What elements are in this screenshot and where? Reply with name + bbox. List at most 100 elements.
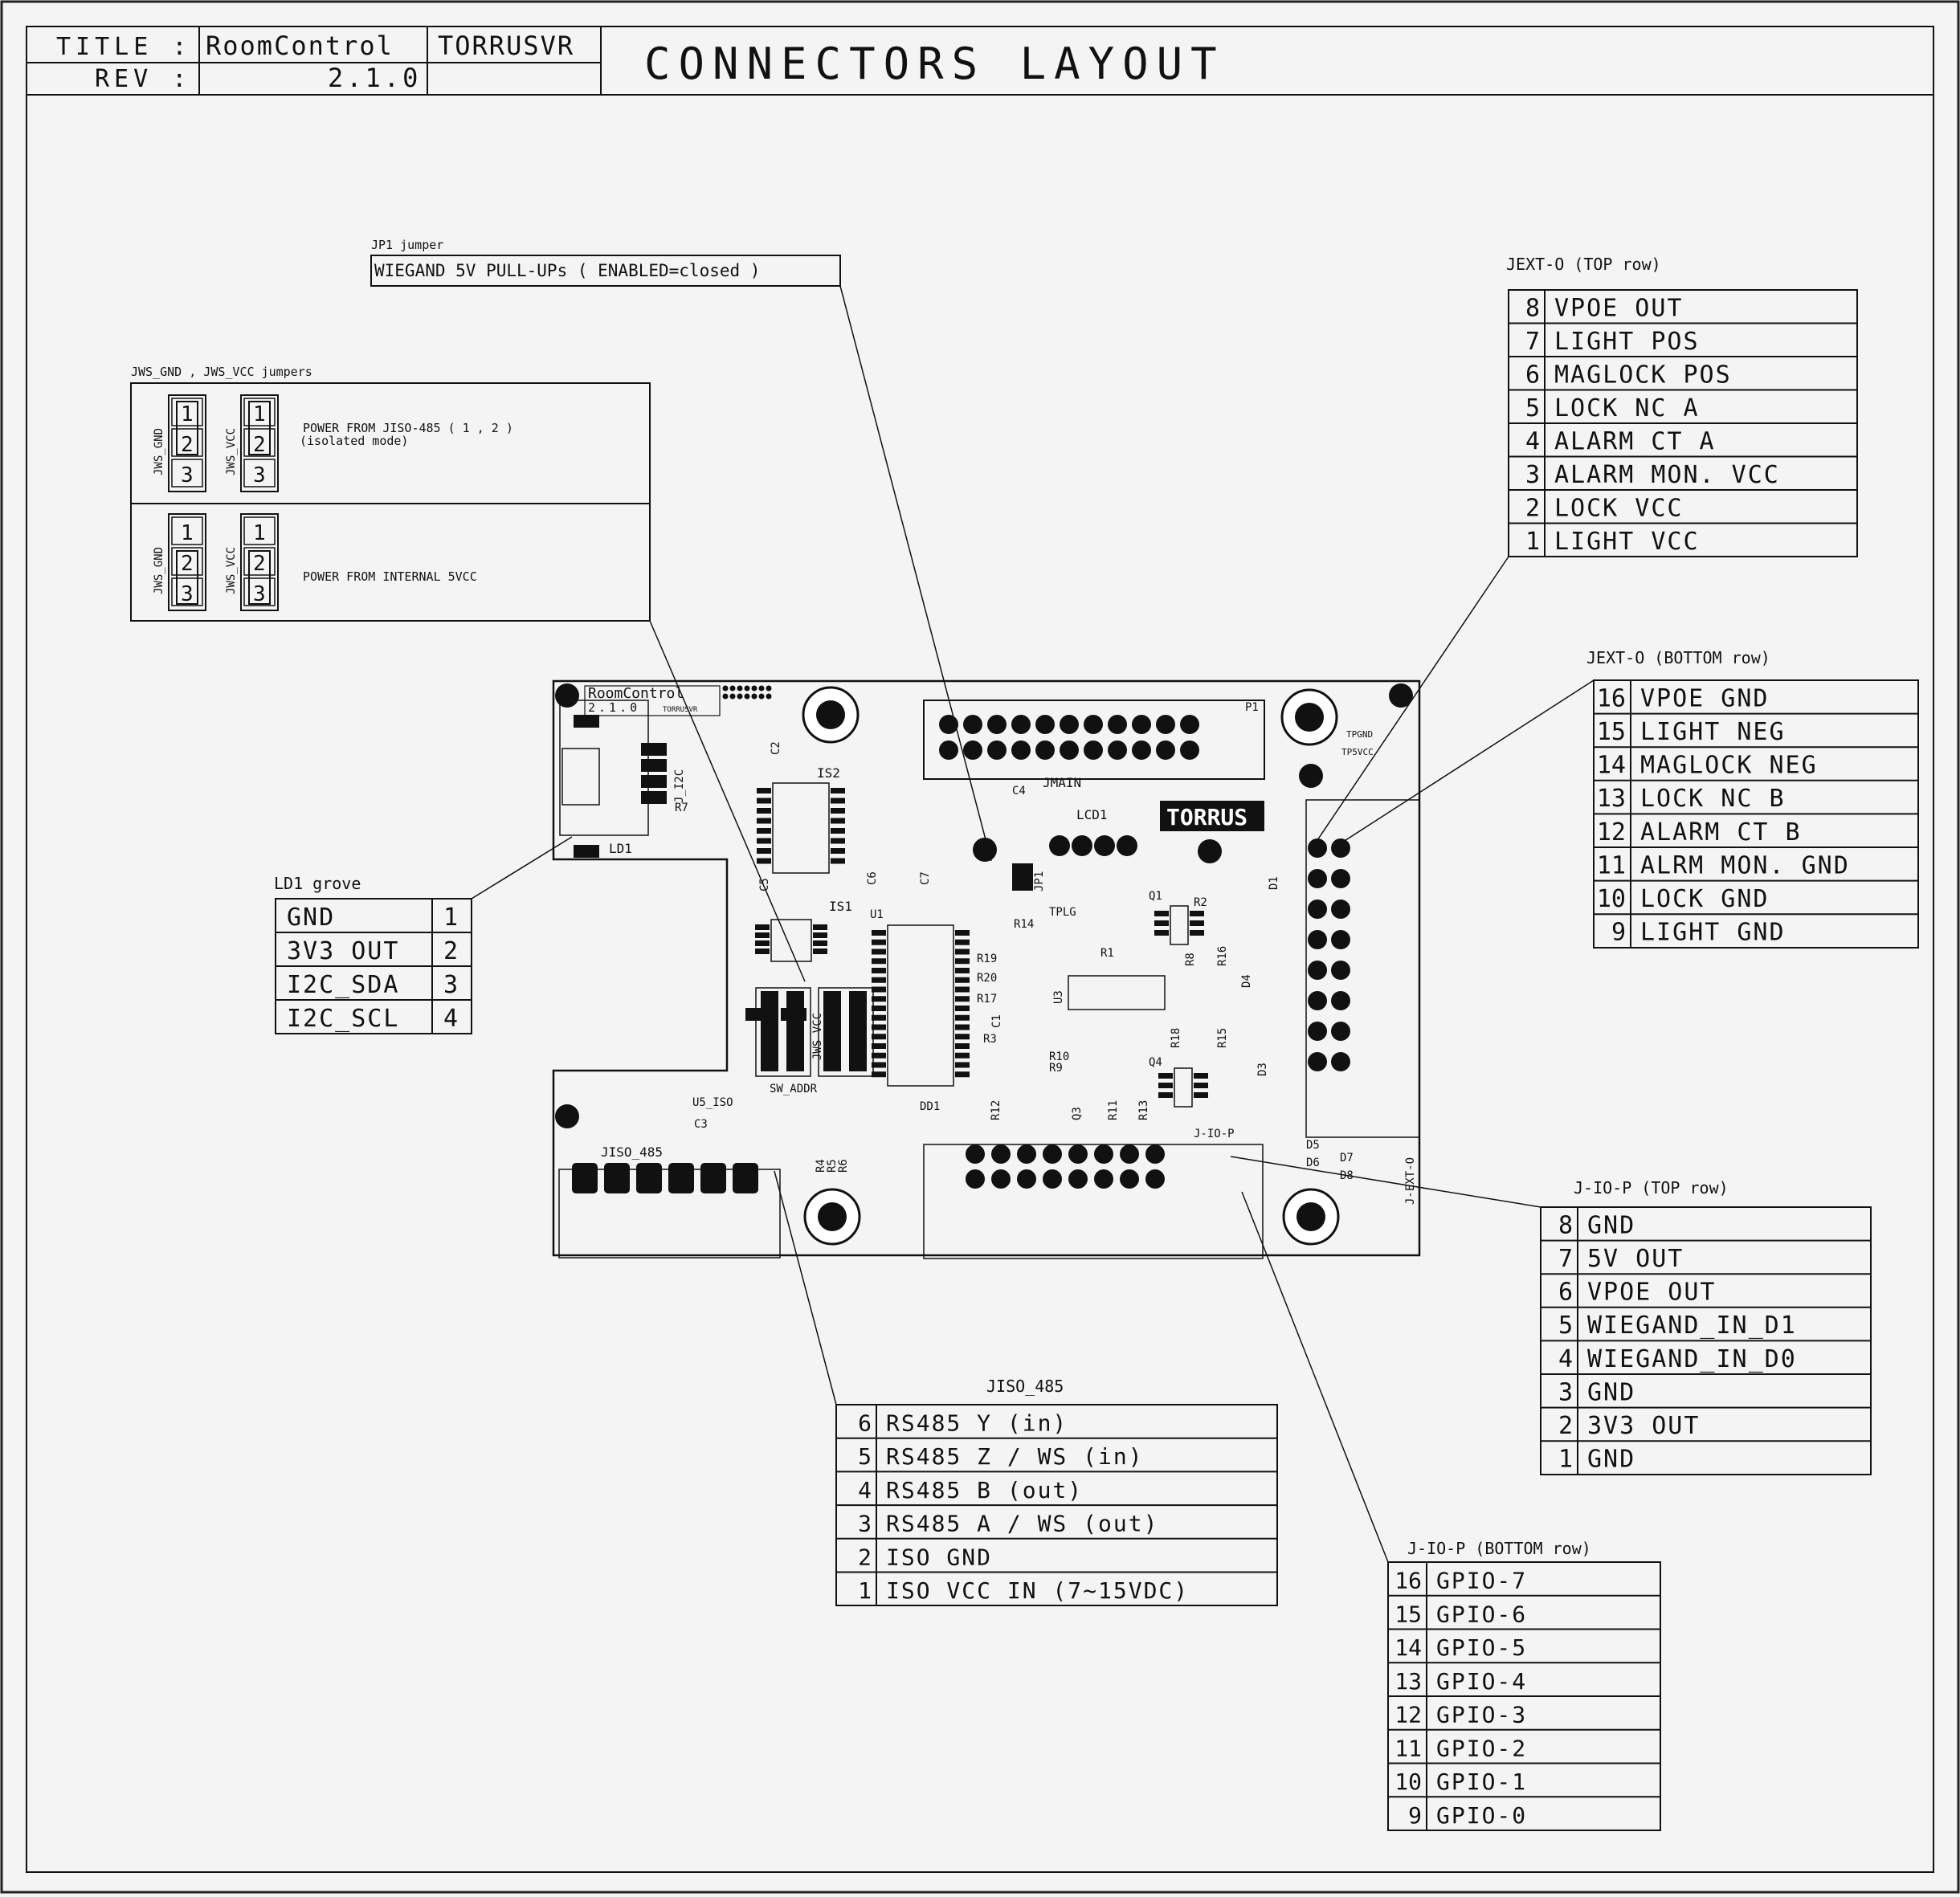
pin-signal: ALARM CT B	[1640, 818, 1802, 847]
pin-signal: I2C_SDA	[287, 971, 399, 999]
pcb-label-r6: R6	[837, 1159, 850, 1173]
silk-dot	[722, 685, 729, 691]
pin-signal: GPIO-3	[1436, 1702, 1527, 1728]
pin-number: 13	[1394, 1668, 1422, 1695]
pin-signal: GPIO-2	[1436, 1735, 1527, 1761]
silk-dot	[751, 693, 757, 700]
jio-pad	[1043, 1169, 1062, 1189]
ic-lead	[813, 932, 827, 938]
pin-signal: RS485 Z / WS (in)	[886, 1443, 1144, 1470]
q4-chip	[1174, 1067, 1193, 1108]
pin-number: 4	[858, 1477, 872, 1503]
jio-pad	[1017, 1144, 1036, 1164]
pcb-label-d8: D8	[1340, 1169, 1354, 1182]
smd-part	[641, 743, 667, 756]
jmain-pad	[939, 715, 958, 734]
ic-lead	[872, 977, 886, 983]
ic-lead	[1158, 1083, 1173, 1088]
title-block: TITLE : RoomControl TORRUSVR REV : 2.1.0…	[27, 27, 1933, 96]
pcb-label-jext: J-EXT-O	[1404, 1157, 1417, 1205]
ic-lead	[831, 838, 845, 844]
pcb-label-r14: R14	[1014, 918, 1034, 931]
silk-dot	[758, 685, 765, 691]
pin-number: 4	[1525, 427, 1540, 455]
drawing-title: CONNECTORS LAYOUT	[644, 39, 1225, 89]
pin-number: 1	[1525, 528, 1540, 556]
u3-chip	[1068, 975, 1166, 1010]
jmain-pad	[1084, 715, 1103, 734]
jws-jumper-footprint	[818, 987, 874, 1077]
jws-jumper-footprint	[755, 987, 811, 1077]
jumper-header	[168, 394, 206, 492]
pin-number: 9	[1611, 919, 1626, 947]
lcd1-pad	[1094, 835, 1115, 856]
jio-pad	[1094, 1144, 1113, 1164]
jiso-pad	[572, 1163, 598, 1193]
jumper-shunt	[248, 401, 271, 455]
jext-pad	[1331, 991, 1350, 1010]
pcb-label-jio: J-IO-P	[1194, 1128, 1235, 1140]
ic-lead	[757, 828, 771, 834]
pin-number: 7	[1525, 328, 1540, 356]
is1-chip	[770, 919, 812, 962]
ic-lead	[813, 924, 827, 930]
jumper-pin	[243, 459, 276, 488]
pin-number: 4	[443, 1005, 458, 1033]
pcb-label-d6: D6	[1306, 1157, 1320, 1169]
pin-signal: LIGHT NEG	[1640, 718, 1786, 746]
pin-signal: GPIO-7	[1436, 1568, 1527, 1594]
pcb-label-r2: R2	[1194, 896, 1207, 909]
pcb-label-u1: U1	[870, 908, 884, 921]
silk-dot	[744, 693, 750, 700]
pin-signal: RS485 A / WS (out)	[886, 1511, 1158, 1537]
jumper-pin	[171, 428, 203, 457]
ic-lead	[872, 939, 886, 945]
pin-number: 3	[443, 971, 458, 999]
jext-pad	[1331, 930, 1350, 949]
jumper-pin-number: 3	[253, 463, 266, 488]
pin-signal: LIGHT GND	[1640, 919, 1786, 947]
jext-bottom-caption: JEXT-O (BOTTOM row)	[1586, 648, 1770, 667]
pin-number: 2	[443, 937, 458, 965]
ic-lead	[831, 788, 845, 793]
jext-pad	[1331, 961, 1350, 980]
jio-pad	[991, 1169, 1011, 1189]
pin-signal: LOCK VCC	[1554, 494, 1684, 522]
pin-signal: RS485 B (out)	[886, 1477, 1083, 1503]
pcb-label-c6: C6	[866, 871, 879, 885]
jumper-pin-number: 1	[253, 402, 266, 426]
jumper-pin	[171, 459, 203, 488]
jmain-pad	[1180, 715, 1199, 734]
pcb-label-u3: U3	[1052, 990, 1065, 1004]
pcb-label-jmain: JMAIN	[1043, 775, 1081, 790]
via-hole	[1299, 764, 1323, 788]
pin-signal: WIEGAND_IN_D1	[1587, 1312, 1797, 1340]
silk-dot	[766, 693, 772, 700]
silk-dot	[729, 685, 736, 691]
pin-signal: GND	[1587, 1211, 1635, 1239]
jext-top-caption: JEXT-O (TOP row)	[1506, 255, 1661, 274]
ic-lead	[955, 968, 970, 973]
pcb-label-tplg: TPLG	[1049, 906, 1076, 919]
ic-lead	[1194, 1083, 1208, 1088]
ic-lead	[831, 858, 845, 864]
jumper-pin-number: 1	[253, 521, 266, 545]
ic-lead	[757, 818, 771, 824]
jext-pad	[1308, 900, 1327, 919]
ic-lead	[955, 986, 970, 993]
jumper-pin-number: 2	[253, 552, 266, 576]
jp1-text: WIEGAND 5V PULL-UPs ( ENABLED=closed )	[374, 261, 760, 280]
pin-number: 6	[1558, 1279, 1573, 1307]
jio-pad	[1068, 1169, 1088, 1189]
pin-number: 14	[1597, 752, 1626, 780]
pin-number: 2	[858, 1544, 872, 1570]
pin-number: 2	[1558, 1412, 1573, 1440]
ic-lead	[872, 948, 886, 955]
pcb-label-tp5vcc: TP5VCC	[1341, 747, 1374, 757]
pcb-label-jp1: JP1	[1033, 871, 1046, 891]
ic-lead	[755, 924, 770, 930]
ic-lead	[1190, 911, 1204, 916]
pcb-label-r15: R15	[1216, 1028, 1229, 1048]
